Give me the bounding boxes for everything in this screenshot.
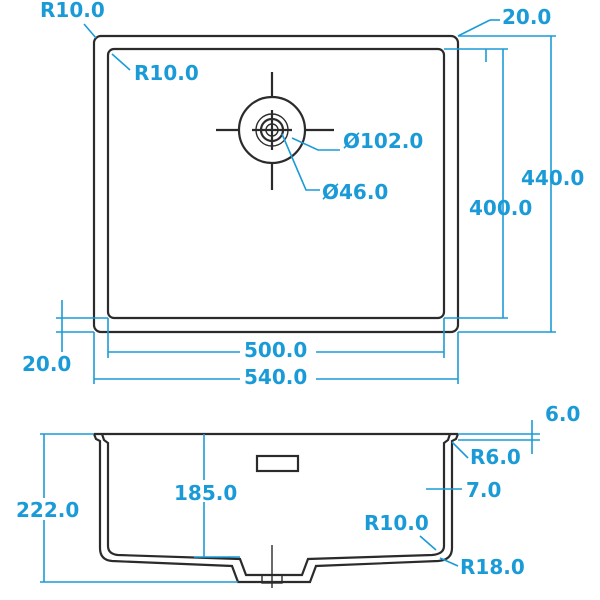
sink-outer-outline (92, 34, 460, 334)
inner-radius-leader (111, 53, 131, 71)
outer-radius-leader (83, 23, 97, 39)
drain-inner-diameter-leader (281, 133, 320, 191)
drain-inner-diameter-label: Ø46.0 (322, 180, 388, 204)
outer-depth-label: 222.0 (16, 498, 79, 522)
rim-bottom-width-label: 20.0 (22, 352, 71, 376)
outer-depth-label-bg (14, 498, 84, 520)
outer-bottom-radius-leader (439, 557, 459, 567)
drain-outer-diameter-label: Ø102.0 (343, 129, 423, 153)
wall-thickness-label: 7.0 (466, 478, 501, 502)
inner-bottom-radius-leader (419, 535, 437, 551)
inner-depth-label-bg (172, 480, 244, 502)
rim-top-leader (457, 19, 491, 37)
rim-thickness-label: 6.0 (545, 402, 580, 426)
rim-top-width-label: 20.0 (502, 5, 551, 29)
section-drain-fitting (261, 574, 283, 584)
top-view: R10.0 R10.0 20.0 Ø102.0 Ø46.0 440.0 400.… (22, 0, 584, 389)
inner-bottom-radius-label: R10.0 (364, 511, 429, 535)
outer-radius-label: R10.0 (40, 0, 105, 22)
drain-outer-diameter-leader (291, 137, 340, 151)
inner-radius-label: R10.0 (134, 61, 199, 85)
outer-height-label: 440.0 (521, 166, 584, 190)
inner-width-label-bg (240, 336, 316, 358)
section-overflow-slot (255, 454, 300, 473)
section-outer-profile (92, 433, 460, 584)
rim-radius-leader (451, 441, 469, 459)
outer-width-label-bg (240, 364, 316, 386)
inner-width-label: 500.0 (244, 338, 307, 362)
outer-bottom-radius-label: R18.0 (460, 555, 525, 579)
inner-height-label: 400.0 (469, 196, 532, 220)
inner-depth-label: 185.0 (174, 481, 237, 505)
section-view: 6.0 R6.0 7.0 222.0 185.0 R10.0 R18.0 (14, 402, 580, 588)
rim-radius-label: R6.0 (470, 445, 521, 469)
outer-width-label: 540.0 (244, 365, 307, 389)
sink-inner-outline (106, 47, 446, 320)
